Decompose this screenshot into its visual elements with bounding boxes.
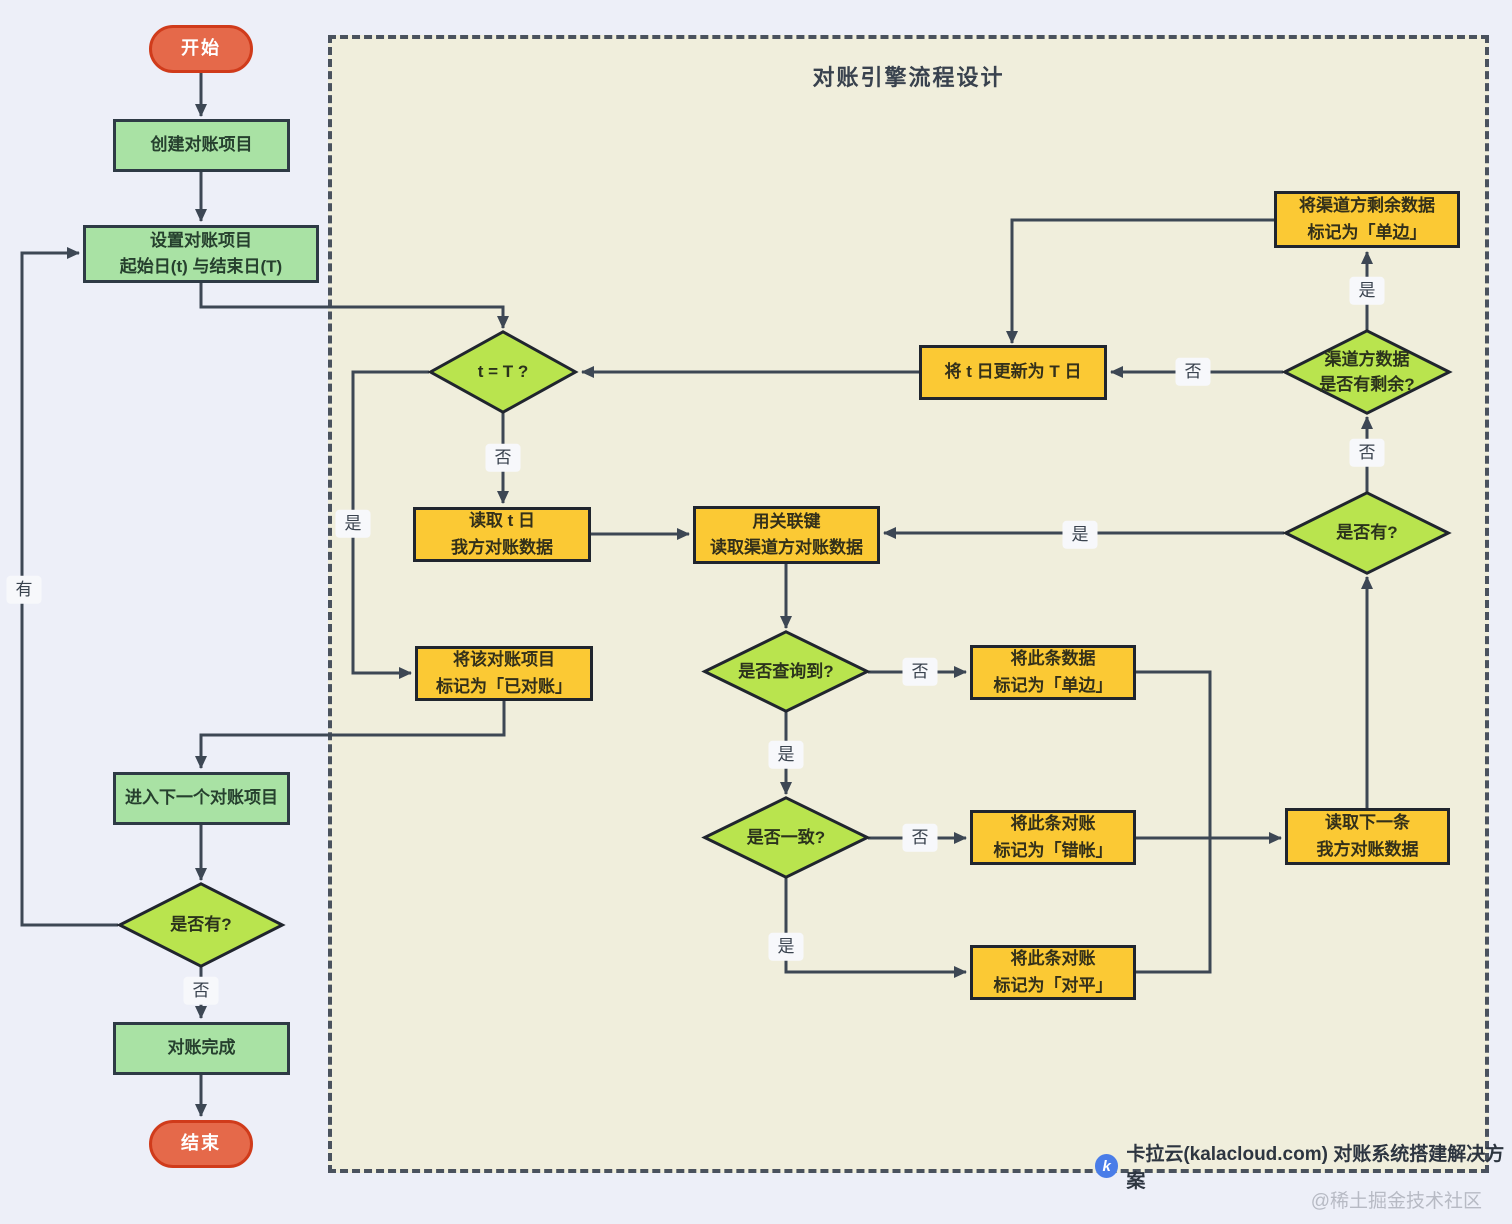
found-label: 是否查询到? xyxy=(738,661,834,681)
set-dates-label: 设置对账项目 起始日(t) 与结束日(T) xyxy=(119,230,283,276)
label-has-project-yes: 有 xyxy=(6,575,42,605)
consistent-label: 是否一致? xyxy=(746,827,826,847)
read-channel-data-label: 用关联键 读取渠道方对账数据 xyxy=(710,511,863,557)
consistent-decision: 是否一致? xyxy=(703,797,869,878)
mark-error-node: 将此条对账 标记为「错帐」 xyxy=(970,810,1136,865)
label-has-project-no: 否 xyxy=(183,976,219,1006)
edge-remaining-updatet xyxy=(1006,218,1274,344)
label-channel-yes: 是 xyxy=(1349,276,1385,306)
footer-brand-text: 卡拉云(kalacloud.com) 对账系统搭建解决方案 xyxy=(1126,1144,1505,1192)
edge-balanced-junction xyxy=(1136,838,1212,974)
label-has-data-yes: 是 xyxy=(1062,520,1098,550)
edge-consistent-balanced-yes xyxy=(784,878,967,978)
has-more-data-decision: 是否有? xyxy=(1284,492,1450,574)
edge-oneside-junction xyxy=(1136,670,1212,838)
mark-remaining-oneside-node: 将渠道方剩余数据 标记为「单边」 xyxy=(1274,191,1460,248)
create-project-label: 创建对账项目 xyxy=(150,135,253,155)
t-equals-T-decision: t = T ? xyxy=(429,331,577,413)
mark-project-done-node: 将该对账项目 标记为「已对账」 xyxy=(415,646,593,701)
label-found-no: 否 xyxy=(902,657,938,687)
label-t-no: 否 xyxy=(485,443,521,473)
label-consistent-no: 否 xyxy=(902,823,938,853)
label-has-data-no: 否 xyxy=(1349,438,1385,468)
found-decision: 是否查询到? xyxy=(703,631,869,712)
start-label: 开始 xyxy=(181,38,221,59)
done-label: 对账完成 xyxy=(167,1038,236,1058)
label-t-yes: 是 xyxy=(335,509,371,539)
mark-balanced-label: 将此条对账 标记为「对平」 xyxy=(993,949,1113,995)
label-found-yes: 是 xyxy=(768,740,804,770)
t-equals-T-label: t = T ? xyxy=(477,362,529,382)
has-more-data-label: 是否有? xyxy=(1336,523,1398,543)
watermark-text: @稀土掘金技术社区 xyxy=(1310,1191,1482,1212)
read-next-node: 读取下一条 我方对账数据 xyxy=(1285,808,1450,865)
next-project-node: 进入下一个对账项目 xyxy=(113,772,290,825)
read-t-data-node: 读取 t 日 我方对账数据 xyxy=(413,507,591,562)
read-channel-data-node: 用关联键 读取渠道方对账数据 xyxy=(693,506,880,564)
read-next-label: 读取下一条 我方对账数据 xyxy=(1316,813,1419,859)
update-t-label: 将 t 日更新为 T 日 xyxy=(944,362,1082,382)
panel-title: 对账引擎流程设计 xyxy=(812,65,1005,90)
edge-markdone-nextproject xyxy=(195,700,506,769)
has-more-projects-label: 是否有? xyxy=(170,915,232,935)
mark-project-done-label: 将该对账项目 标记为「已对账」 xyxy=(436,650,572,696)
mark-oneside-label: 将此条数据 标记为「单边」 xyxy=(993,649,1113,695)
done-node: 对账完成 xyxy=(113,1022,290,1075)
end-label: 结束 xyxy=(181,1133,221,1154)
kalacloud-logo-icon: k xyxy=(1095,1154,1119,1178)
label-channel-no: 否 xyxy=(1175,357,1211,387)
set-dates-node: 设置对账项目 起始日(t) 与结束日(T) xyxy=(83,225,319,283)
mark-remaining-oneside-label: 将渠道方剩余数据 标记为「单边」 xyxy=(1299,196,1435,242)
mark-oneside-node: 将此条数据 标记为「单边」 xyxy=(970,645,1136,700)
start-node: 开始 xyxy=(149,25,253,73)
label-consistent-yes: 是 xyxy=(768,932,804,962)
update-t-node: 将 t 日更新为 T 日 xyxy=(919,345,1107,400)
has-more-projects-decision: 是否有? xyxy=(118,883,284,967)
mark-balanced-node: 将此条对账 标记为「对平」 xyxy=(970,945,1136,1000)
mark-error-label: 将此条对账 标记为「错帐」 xyxy=(993,814,1113,860)
edge-setdates-teqT xyxy=(199,283,509,329)
read-t-data-label: 读取 t 日 我方对账数据 xyxy=(451,511,553,557)
channel-remaining-decision: 渠道方数据 是否有剩余? xyxy=(1283,330,1451,414)
create-project-node: 创建对账项目 xyxy=(113,119,290,172)
channel-remaining-label: 渠道方数据 是否有剩余? xyxy=(1319,349,1415,395)
next-project-label: 进入下一个对账项目 xyxy=(125,788,278,808)
end-node: 结束 xyxy=(149,1120,253,1168)
footer: k 卡拉云(kalacloud.com) 对账系统搭建解决方案 xyxy=(1095,1139,1512,1193)
